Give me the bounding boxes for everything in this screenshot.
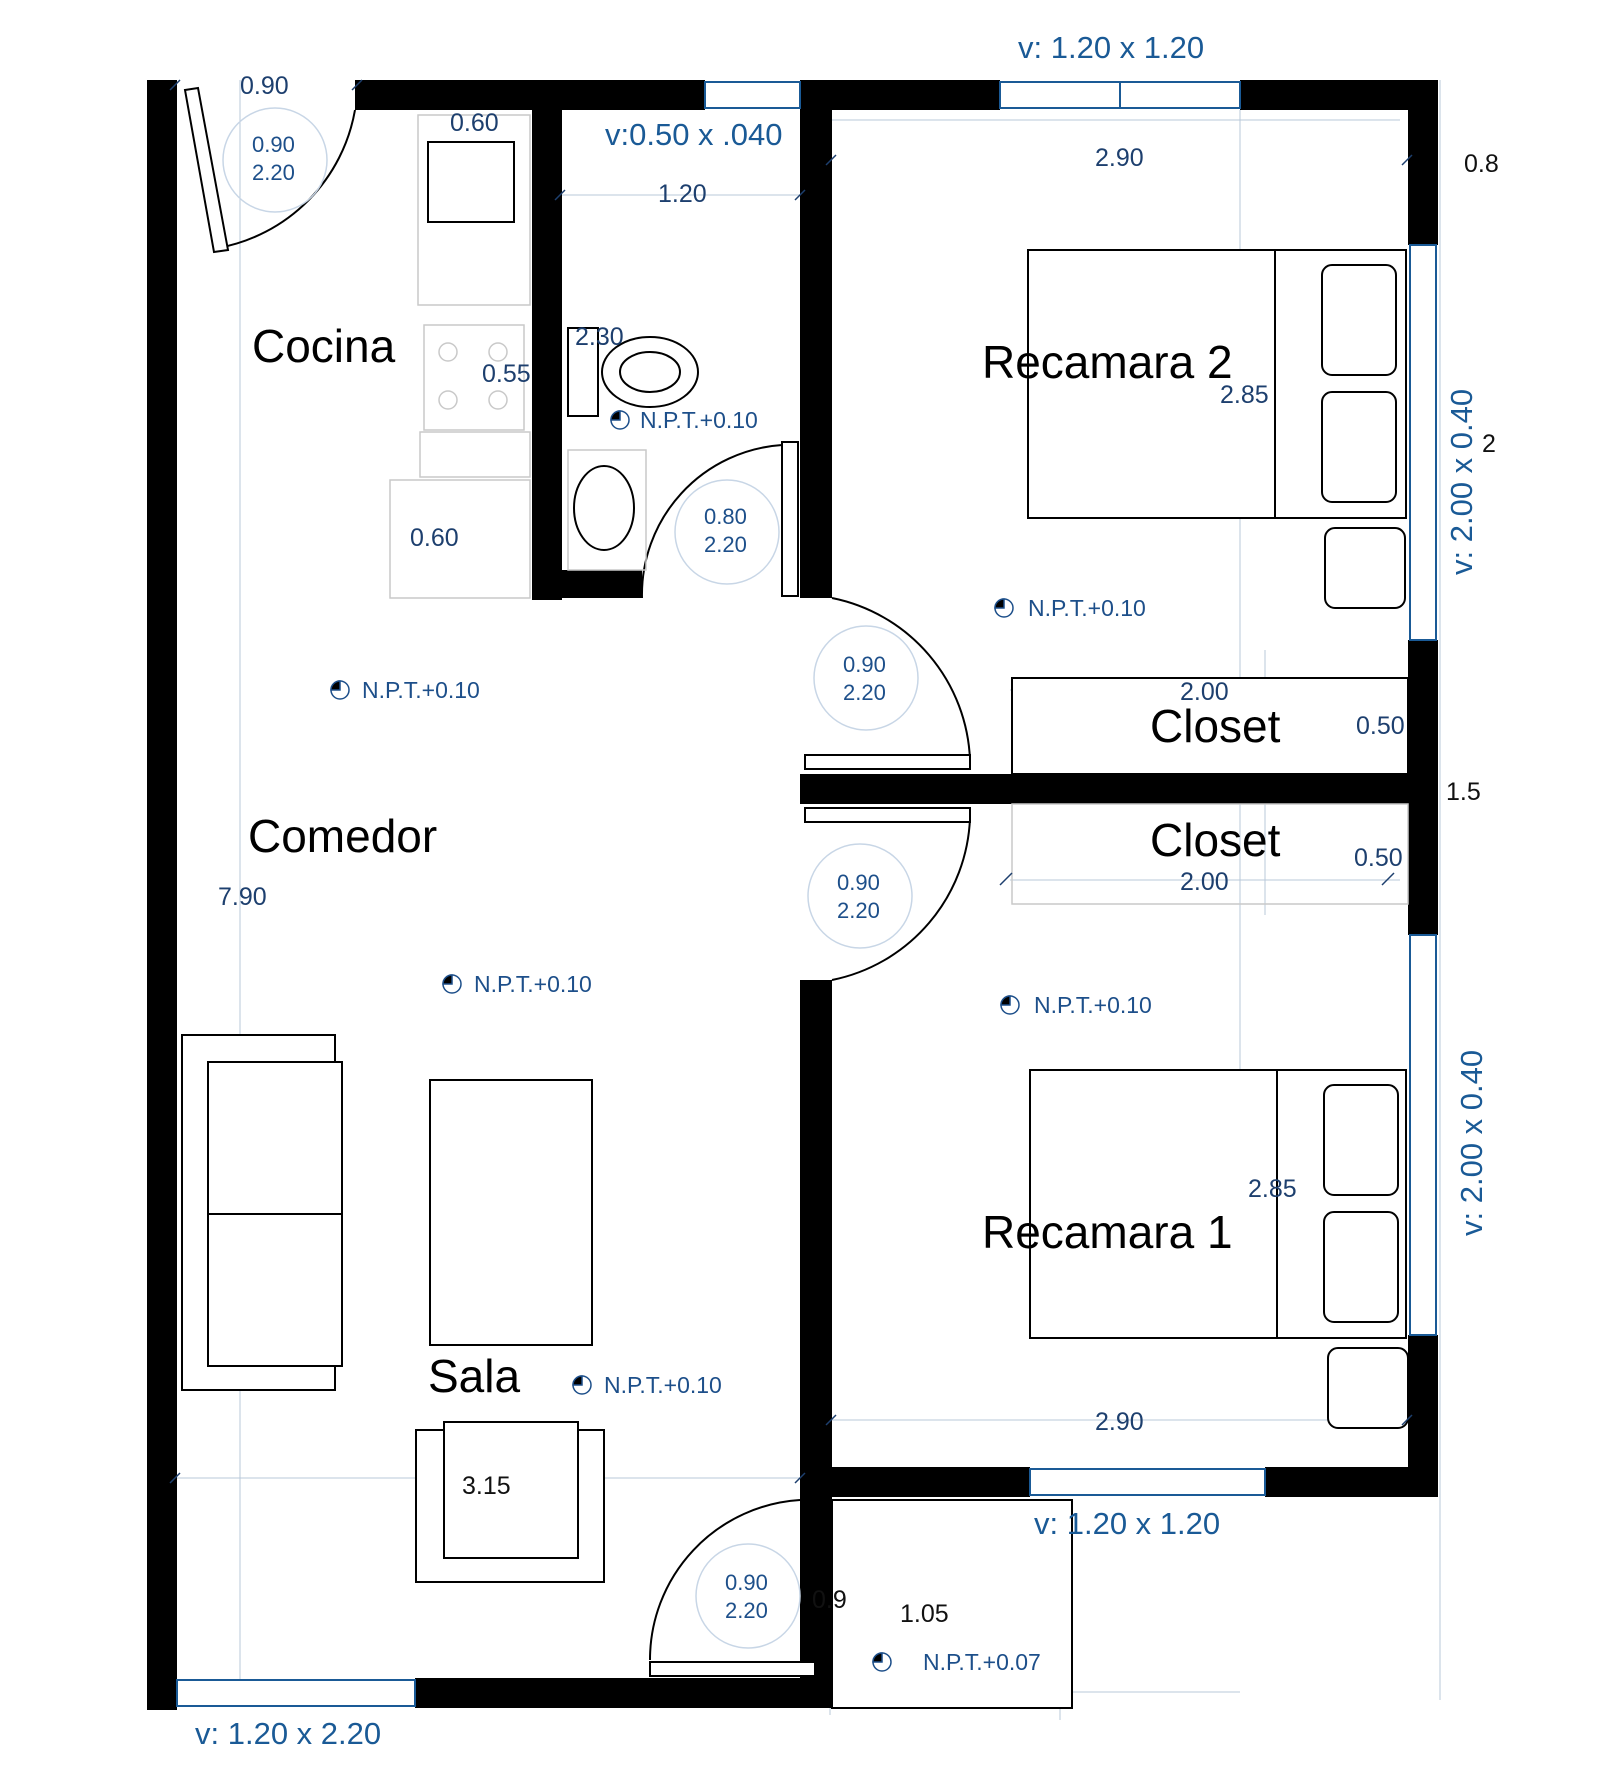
closet-frames — [1011, 677, 1409, 905]
level-label-bed2: N.P.T.+0.10 — [1028, 595, 1146, 621]
window-label-top-right: v: 1.20 x 1.20 — [1018, 30, 1204, 65]
window-label-right-lower: v: 2.00 x 0.40 — [1454, 1050, 1489, 1236]
room-label-closet-top: Closet — [1150, 700, 1281, 752]
level-markers — [330, 410, 1020, 1672]
door-width-bath: 0.80 — [704, 504, 747, 529]
dim-closet-bottom-depth: 0.50 — [1354, 844, 1403, 872]
level-marker-dining — [442, 974, 462, 994]
level-marker-porch — [872, 1652, 892, 1672]
level-label-dining: N.P.T.+0.10 — [474, 971, 592, 997]
room-label-sala: Sala — [428, 1350, 520, 1402]
door-width-entry-bottom: 0.90 — [725, 1570, 768, 1595]
room-label-comedor: Comedor — [248, 810, 437, 862]
window-label-bath: v:0.50 x .040 — [605, 117, 783, 152]
bed-recamara-1 — [1029, 1069, 1409, 1429]
level-label-kitchen: N.P.T.+0.10 — [362, 677, 480, 703]
window-labels: v: 1.20 x 1.20 v:0.50 x .040 v: 2.00 x 0… — [195, 30, 1489, 1751]
dim-house-length: 7.90 — [218, 883, 267, 911]
door-height-bath: 2.20 — [704, 532, 747, 557]
door-width-bed2: 0.90 — [843, 652, 886, 677]
level-marker-bed1 — [1000, 995, 1020, 1015]
kitchen-fixtures — [389, 114, 531, 599]
level-label-bath: N.P.T.+0.10 — [640, 407, 758, 433]
level-marker-bed2 — [994, 598, 1014, 618]
dim-bed1-width: 2.90 — [1095, 1408, 1144, 1436]
sofa — [181, 1034, 343, 1391]
door-swings — [183, 86, 971, 1677]
armchair — [415, 1421, 605, 1583]
dim-bath-width: 1.20 — [658, 180, 707, 208]
door-height-bed1: 2.20 — [837, 898, 880, 923]
level-label-sala: N.P.T.+0.10 — [604, 1372, 722, 1398]
dim-right-edge-closets: 1.5 — [1446, 778, 1481, 806]
dim-top-door-width: 0.90 — [240, 72, 289, 100]
door-width-bed1: 0.90 — [837, 870, 880, 895]
bed-recamara-2 — [1027, 249, 1407, 609]
dim-right-edge-mid: 2 — [1482, 430, 1496, 458]
door-width-entry-top: 0.90 — [252, 132, 295, 157]
dim-counter-depth: 0.60 — [410, 524, 459, 552]
window-frames — [176, 81, 1437, 1707]
door-labels: 0.90 2.20 0.80 2.20 0.90 2.20 0.90 2.20 … — [252, 132, 886, 1623]
window-label-bottom-right: v: 1.20 x 1.20 — [1034, 1506, 1220, 1541]
door-height-bed2: 2.20 — [843, 680, 886, 705]
level-labels: N.P.T.+0.10 N.P.T.+0.10 N.P.T.+0.10 N.P.… — [362, 407, 1152, 1675]
dim-closet-top-depth: 0.50 — [1356, 712, 1405, 740]
window-label-right-upper: v: 2.00 x 0.40 — [1444, 389, 1479, 575]
dim-porch-depth: 1.05 — [900, 1600, 949, 1628]
dim-bed2-depth: 2.85 — [1220, 381, 1269, 409]
door-sign-circles — [222, 107, 919, 1649]
dimension-labels: 0.90 0.60 1.20 2.90 0.8 2.30 0.55 2.85 2… — [218, 72, 1499, 1628]
room-label-cocina: Cocina — [252, 320, 396, 372]
dim-closet-bottom-width: 2.00 — [1180, 868, 1229, 896]
dim-porch-door: 0.9 — [812, 1586, 847, 1614]
dim-bed1-depth: 2.85 — [1248, 1175, 1297, 1203]
dim-sala-width: 3.15 — [462, 1472, 511, 1500]
porch — [831, 1499, 1073, 1709]
walls — [147, 80, 1438, 1710]
dim-right-edge-top: 0.8 — [1464, 150, 1499, 178]
door-height-entry-bottom: 2.20 — [725, 1598, 768, 1623]
coffee-table — [429, 1079, 593, 1346]
dim-bed2-width: 2.90 — [1095, 144, 1144, 172]
level-marker-sala — [572, 1375, 592, 1395]
dim-sink-width: 0.60 — [450, 109, 499, 137]
door-height-entry-top: 2.20 — [252, 160, 295, 185]
level-label-porch: N.P.T.+0.07 — [923, 1649, 1041, 1675]
dimension-ticks — [169, 79, 1413, 1484]
room-label-closet-bottom: Closet — [1150, 814, 1281, 866]
level-marker-bath — [610, 410, 630, 430]
window-label-bottom-left: v: 1.20 x 2.20 — [195, 1716, 381, 1751]
room-labels: Cocina Recamara 2 Closet Closet Comedor … — [248, 320, 1281, 1402]
dim-bath-depth: 2.30 — [575, 323, 624, 351]
dim-stove-depth: 0.55 — [482, 360, 531, 388]
bath-fixtures — [567, 327, 699, 571]
dim-closet-top-width: 2.00 — [1180, 678, 1229, 706]
level-label-bed1: N.P.T.+0.10 — [1034, 992, 1152, 1018]
level-marker-kitchen — [330, 680, 350, 700]
room-label-recamara-2: Recamara 2 — [982, 336, 1233, 388]
room-label-recamara-1: Recamara 1 — [982, 1206, 1233, 1258]
